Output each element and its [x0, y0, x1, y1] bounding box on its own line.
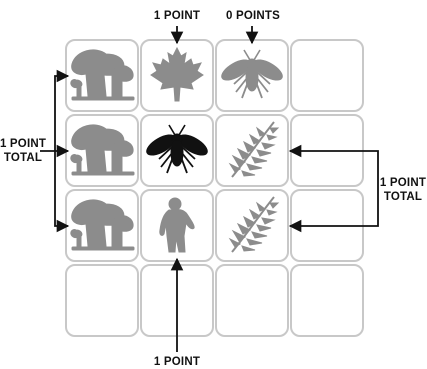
tile-grid: [65, 39, 364, 337]
label-right-line1: 1 POINT: [380, 177, 426, 189]
label-left-line2: TOTAL: [4, 152, 42, 164]
label-top-right: 0 POINTS: [226, 10, 280, 22]
tile-r1-c4: [290, 39, 364, 112]
arrows: [40, 26, 379, 352]
label-left-line1: 1 POINT: [0, 138, 46, 150]
label-bottom: 1 POINT: [154, 356, 200, 368]
tile-r4-c4: [290, 264, 364, 337]
label-top-left: 1 POINT: [154, 10, 200, 22]
label-right-line2: TOTAL: [384, 191, 422, 203]
tile-r4-c3: [215, 264, 289, 337]
bracket-right: [288, 144, 379, 233]
tile-r4-c1: [65, 264, 139, 337]
